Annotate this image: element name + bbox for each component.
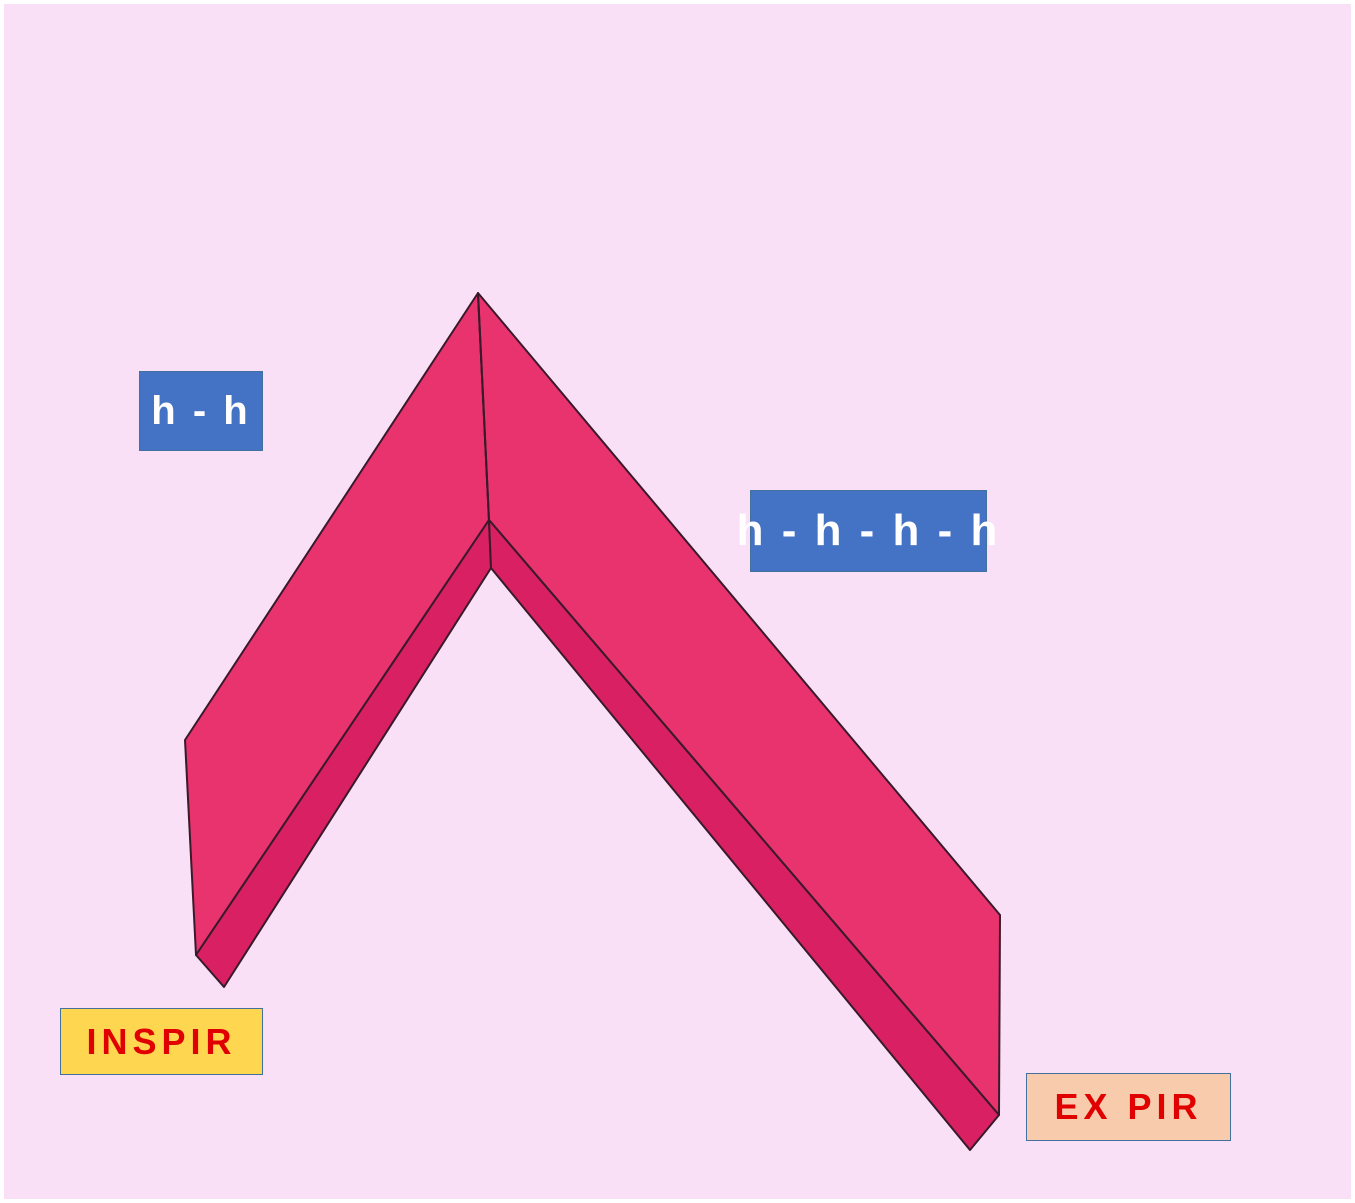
inspiration-rate-label: h - h — [139, 371, 263, 451]
expiration-rate-label: h - h - h - h — [737, 490, 997, 572]
expiration-limb-face — [477, 292, 1001, 1116]
inspir-label: INSPIR — [60, 1008, 263, 1075]
expir-label: EX PIR — [1026, 1073, 1231, 1141]
expiration-limb-edge — [488, 519, 1000, 1151]
apex-ridge-line — [477, 292, 490, 521]
